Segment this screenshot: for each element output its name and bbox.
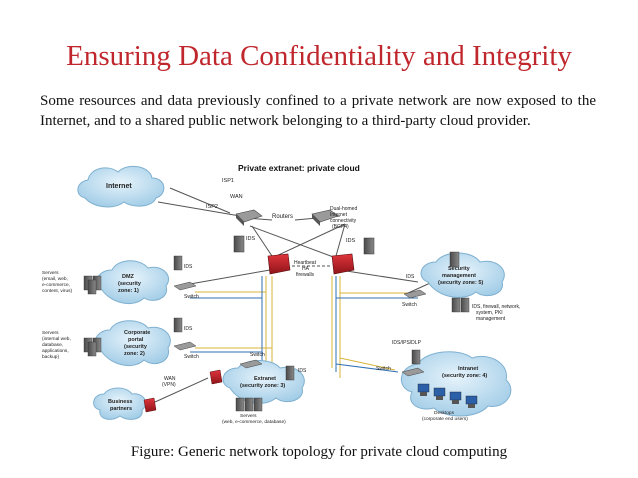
intranet-ids-server bbox=[411, 349, 421, 365]
business-partners-firewall bbox=[143, 397, 157, 413]
corporate-portal-label: Corporate portal (security zone: 2) bbox=[124, 330, 152, 357]
dmz-ids-label: IDS bbox=[184, 264, 193, 270]
sec-ids-label: IDS bbox=[406, 274, 415, 280]
security-services-label: IDS, firewall, network, system, PKI mana… bbox=[472, 304, 522, 322]
internet-cloud: Internet bbox=[77, 165, 165, 208]
dmz-switch-label: Switch bbox=[184, 294, 199, 300]
firewall-right bbox=[331, 253, 355, 275]
security-switch bbox=[403, 289, 427, 299]
security-management-cloud: Security management (security zone: 5) bbox=[420, 252, 505, 298]
sec-switch-label: Switch bbox=[402, 302, 417, 308]
extranet-ids-server bbox=[285, 365, 295, 381]
ids-left-label: IDS bbox=[246, 236, 256, 242]
figure-caption: Figure: Generic network topology for pri… bbox=[130, 444, 508, 460]
ids-right-label: IDS bbox=[346, 238, 356, 244]
extranet-switch-label: Switch bbox=[250, 352, 265, 358]
dmz-switch bbox=[173, 281, 197, 291]
portal-servers-label: Servers (internal web, database, applica… bbox=[42, 330, 72, 360]
intranet-switch bbox=[401, 367, 425, 377]
dmz-servers-label: Servers (email, web, e-commerce, content… bbox=[42, 270, 73, 294]
ids-server-left bbox=[233, 235, 245, 253]
firewall-left bbox=[267, 253, 291, 275]
portal-switch bbox=[173, 341, 197, 351]
corporate-portal-cloud: Corporate portal (security zone: 2) bbox=[94, 320, 171, 367]
internet-label: Internet bbox=[106, 183, 132, 190]
isp1-label: ISP1 bbox=[222, 178, 234, 184]
dmz-server-rack bbox=[83, 275, 102, 295]
security-management-label: Security management (security zone: 5) bbox=[438, 266, 483, 286]
security-server bbox=[449, 251, 460, 268]
wan-label: WAN bbox=[230, 194, 243, 200]
extranet-switch bbox=[239, 359, 263, 369]
routers-label: Routers bbox=[272, 214, 293, 220]
intranet-switch-label: Switch bbox=[376, 366, 391, 372]
desktop-computers bbox=[417, 383, 478, 408]
extranet-cloud: Extranet (security zone: 3) bbox=[222, 360, 305, 404]
portal-server-rack bbox=[83, 337, 102, 357]
wan-vpn-label: WAN (VPN) bbox=[162, 376, 177, 388]
extranet-server-rack bbox=[235, 397, 263, 412]
dmz-label: DMZ (security zone: 1) bbox=[118, 274, 142, 294]
dual-homed-label: Dual-homed Internet connectivity (BGP4) bbox=[330, 206, 359, 230]
isp2-label: ISP2 bbox=[206, 204, 218, 210]
extranet-servers-label: Servers (web, e-commerce, database) bbox=[222, 413, 286, 425]
portal-ids-label: IDS bbox=[184, 326, 193, 332]
business-partners-cloud: Business partners bbox=[93, 387, 147, 420]
router-right bbox=[311, 209, 339, 226]
ids-server-right bbox=[363, 237, 375, 255]
network-topology-diagram: Internet DMZ (security zone: 1) Corporat… bbox=[42, 163, 522, 425]
extranet-firewall bbox=[209, 369, 223, 385]
heartbeat-label: Heartbeat HA firewalls bbox=[294, 260, 317, 278]
router-left bbox=[235, 209, 263, 226]
dmz-cloud: DMZ (security zone: 1) bbox=[96, 260, 170, 305]
network-links bbox=[137, 187, 451, 405]
slide-body-text: Some resources and data previously confi… bbox=[40, 93, 596, 129]
slide-title: Ensuring Data Confidentiality and Integr… bbox=[66, 40, 572, 72]
dmz-ids-server bbox=[173, 255, 183, 271]
security-server-rack bbox=[451, 297, 470, 313]
business-partners-label: Business partners bbox=[108, 399, 134, 412]
intranet-ids-label: IDS/IPS/DLP bbox=[392, 340, 422, 346]
portal-switch-label: Switch bbox=[184, 354, 199, 360]
diagram-heading: Private extranet: private cloud bbox=[238, 163, 360, 173]
extranet-label: Extranet (security zone: 3) bbox=[240, 376, 285, 389]
desktops-label: Desktops (corporate end users) bbox=[422, 410, 468, 422]
intranet-label: Intranet (security zone: 4) bbox=[442, 366, 487, 379]
portal-ids-server bbox=[173, 317, 183, 333]
extranet-ids-label: IDS bbox=[298, 368, 307, 374]
